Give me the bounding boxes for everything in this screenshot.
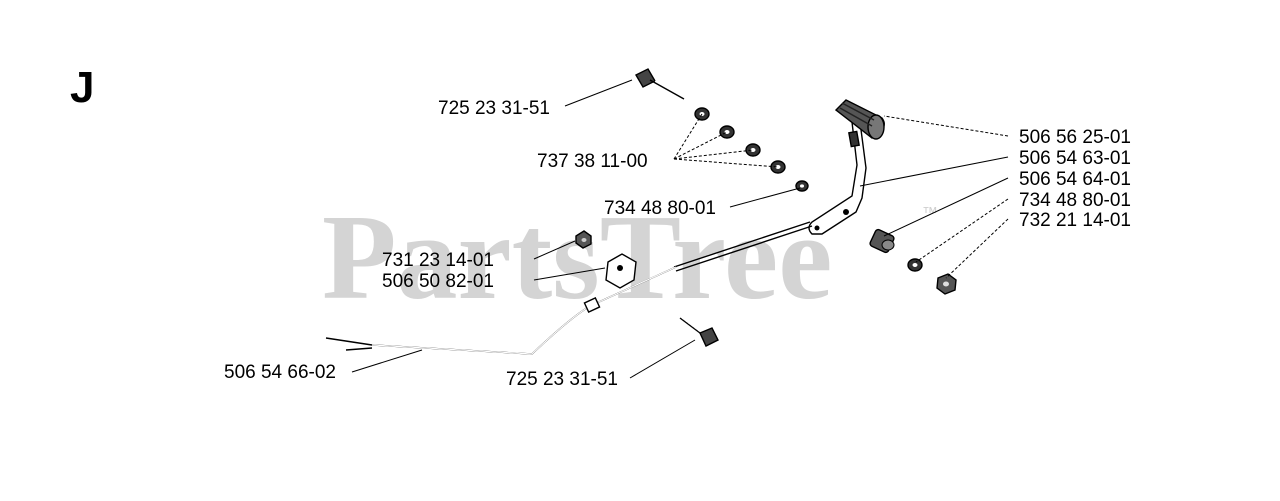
leader-lines xyxy=(351,79,1009,379)
part-label-506-50-82-01[interactable]: 506 50 82-01 xyxy=(382,271,494,292)
part-label-725-23-31-51-top[interactable]: 725 23 31-51 xyxy=(438,98,550,119)
part-label-506-54-63-01[interactable]: 506 54 63-01 xyxy=(1019,148,1131,169)
part-label-506-56-25-01[interactable]: 506 56 25-01 xyxy=(1019,127,1131,148)
part-label-737-38-11-00[interactable]: 737 38 11-00 xyxy=(537,151,648,172)
watermark-text: PartsTree xyxy=(322,190,832,325)
section-letter: J xyxy=(70,63,94,112)
right-washer-nut-drawing xyxy=(907,258,957,295)
throttle-lever-drawing xyxy=(808,99,885,235)
spacer-drawing xyxy=(869,228,895,254)
part-label-734-48-80-01-right[interactable]: 734 48 80-01 xyxy=(1019,190,1131,211)
throttle-cable-drawing xyxy=(325,221,813,355)
part-label-731-23-14-01[interactable]: 731 23 14-01 xyxy=(382,250,494,271)
left-nut-drawing xyxy=(575,230,592,249)
watermark-trademark: ™ xyxy=(922,205,938,222)
part-label-506-54-64-01[interactable]: 506 54 64-01 xyxy=(1019,169,1131,190)
part-label-725-23-31-51-bottom[interactable]: 725 23 31-51 xyxy=(506,369,618,390)
part-label-506-54-66-02[interactable]: 506 54 66-02 xyxy=(224,362,336,383)
clamp-drawing xyxy=(605,253,637,289)
part-label-734-48-80-01-left[interactable]: 734 48 80-01 xyxy=(604,198,716,219)
washer-drawings xyxy=(694,107,809,192)
part-label-732-21-14-01[interactable]: 732 21 14-01 xyxy=(1019,210,1131,231)
lower-bolt-drawing xyxy=(679,317,719,347)
top-bolt-drawing xyxy=(635,68,685,100)
